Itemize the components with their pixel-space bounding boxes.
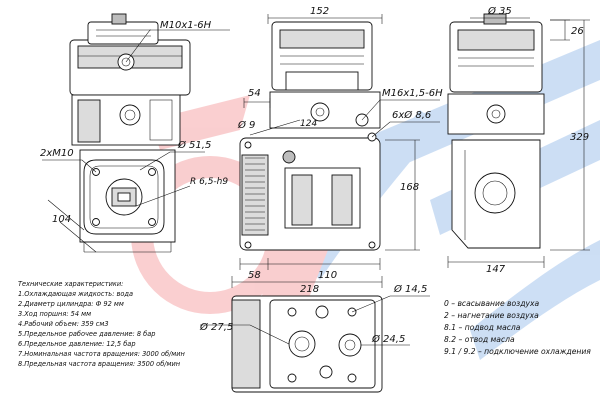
dim-147: 147 (486, 264, 506, 275)
spec-line: 4.Рабочий объем: 359 см3 (18, 320, 109, 328)
dim-d35: Ø 35 (487, 5, 512, 17)
dim-holes: 6xØ 8,6 (392, 109, 431, 121)
dimension-lines (42, 14, 590, 346)
spec-line: 7.Номинальная частота вращения: 3000 об/… (18, 350, 186, 358)
spec-line: 5.Предельное рабочее давление: 8 бар (18, 330, 155, 338)
spec-line: 6.Предельное давление: 12,5 бар (18, 340, 136, 348)
spec-line: 3.Ход поршня: 54 мм (18, 310, 91, 318)
dim-thread-side: M16x1,5-6H (382, 88, 443, 99)
dim-radius: R 6,5-h9 (190, 177, 228, 187)
dim-54: 54 (248, 88, 261, 99)
dim-d145: Ø 14,5 (393, 283, 427, 295)
legend-item: 2 – нагнетание воздуха (444, 311, 539, 320)
spec-title: Технические характеристики: (18, 280, 123, 288)
bottom-view (231, 295, 383, 393)
dimension-labels: M10x1-6H 152 Ø 35 26 329 54 Ø 9 124 M16x… (40, 5, 589, 345)
dim-218: 218 (300, 284, 319, 295)
specifications: Технические характеристики: 1.Охлаждающа… (18, 280, 186, 368)
dim-104: 104 (52, 214, 71, 225)
front-view-center (239, 21, 381, 251)
legend-item: 8.2 – отвод масла (444, 335, 515, 344)
dim-152: 152 (310, 6, 329, 17)
dim-110: 110 (318, 270, 337, 281)
legend-item: 0 – всасывание воздуха (444, 299, 539, 308)
dim-thread-left: 2xM10 (40, 148, 74, 159)
legend-item: 8.1 – подвод масла (444, 323, 521, 332)
dim-26: 26 (571, 26, 584, 37)
spec-line: 2.Диаметр цилиндра: Ф 92 мм (18, 300, 124, 308)
dim-d275: Ø 27,5 (199, 321, 233, 333)
front-view-left (69, 13, 191, 253)
dim-124: 124 (300, 119, 317, 129)
side-view-right (447, 13, 545, 249)
dim-d9: Ø 9 (237, 119, 255, 131)
dim-329: 329 (570, 132, 589, 143)
dim-58: 58 (248, 270, 261, 281)
dim-d245: Ø 24,5 (371, 333, 405, 345)
spec-line: 1.Охлаждающая жидкость: вода (18, 290, 133, 298)
port-legend: 0 – всасывание воздуха 2 – нагнетание во… (444, 299, 591, 356)
dim-d515: Ø 51,5 (177, 139, 211, 151)
dim-thread-top: M10x1-6H (160, 20, 212, 31)
spec-line: 8.Предельная частота вращения: 3500 об/м… (18, 360, 181, 368)
legend-item: 9.1 / 9.2 – подключение охлаждения (444, 347, 591, 356)
gear-teeth (245, 157, 265, 231)
dim-168: 168 (400, 182, 419, 193)
